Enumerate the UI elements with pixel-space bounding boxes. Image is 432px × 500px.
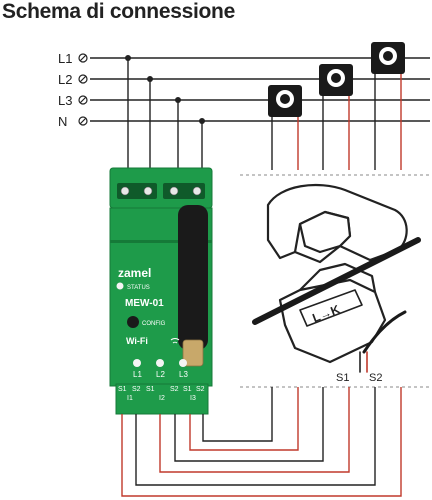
- primary-conductor: [252, 237, 421, 325]
- sensor-lead-labels: S1 S2: [336, 372, 382, 384]
- led-l2-icon: [156, 359, 164, 367]
- ct-term-s1-b: S1: [146, 386, 155, 393]
- ct-term-s2-a: S2: [132, 386, 141, 393]
- sensor-lead-s1: S1: [336, 372, 349, 384]
- status-led-icon: [116, 282, 124, 290]
- ct-sensor-illustration: [266, 183, 408, 364]
- brand-logo: zamel: [118, 266, 151, 280]
- model-label: MEW-01: [125, 298, 164, 309]
- wifi-label: Wi-Fi: [126, 336, 148, 346]
- voltage-drops: [127, 58, 203, 172]
- line-label-l3: L3: [58, 93, 72, 108]
- ct-clamp-l2: [319, 64, 353, 96]
- line-label-l1: L1: [58, 51, 72, 66]
- terminal-symbol-icon: [78, 116, 88, 126]
- line-terminals: [78, 53, 88, 126]
- line-labels: L1 L2 L3 N: [58, 51, 72, 129]
- ct-term-s2-c: S2: [196, 386, 205, 393]
- led-label-l3: L3: [179, 370, 188, 379]
- config-button[interactable]: [127, 316, 139, 328]
- led-l3-icon: [179, 359, 187, 367]
- ct-input-labels: I1 I2 I3: [127, 395, 196, 402]
- junction-dots: [125, 55, 205, 124]
- line-label-n: N: [58, 114, 67, 129]
- terminal-symbol-icon: [78, 95, 88, 105]
- ct-clamp-l1: [371, 42, 405, 74]
- led-labels: L1 L2 L3: [133, 370, 188, 379]
- config-label: CONFIG: [142, 321, 166, 327]
- ct-term-s1-c: S1: [183, 386, 192, 393]
- ct-term-s1-a: S1: [118, 386, 127, 393]
- sensor-leads: [359, 310, 407, 373]
- wifi-icon: [170, 338, 180, 344]
- ct-return-wiring: [121, 387, 402, 497]
- ct-leads: [271, 74, 402, 170]
- ct-input-i1: I1: [127, 395, 133, 402]
- ct-clamp-l3: [268, 85, 302, 117]
- ct-input-i2: I2: [159, 395, 165, 402]
- sensor-lead-s2: S2: [369, 372, 382, 384]
- line-label-l2: L2: [58, 72, 72, 87]
- led-l1-icon: [133, 359, 141, 367]
- status-label: STATUS: [127, 285, 150, 291]
- terminal-symbol-icon: [78, 53, 88, 63]
- antenna-icon: [178, 205, 208, 367]
- phase-leds: [133, 359, 187, 367]
- ct-term-s2-b: S2: [170, 386, 179, 393]
- screw-heads: [120, 186, 202, 196]
- led-label-l1: L1: [133, 370, 142, 379]
- led-label-l2: L2: [156, 370, 165, 379]
- ct-terminal-labels: S1 S2 S1 S2 S1 S2: [118, 386, 205, 393]
- energy-meter-device: V1 V2 V3 V zamel STATUS MEW-01 CONFIG: [109, 167, 213, 415]
- ct-input-i3: I3: [190, 395, 196, 402]
- terminal-symbol-icon: [78, 74, 88, 84]
- current-transformers: [268, 42, 405, 117]
- diagram-title: Schema di connessione: [2, 0, 235, 23]
